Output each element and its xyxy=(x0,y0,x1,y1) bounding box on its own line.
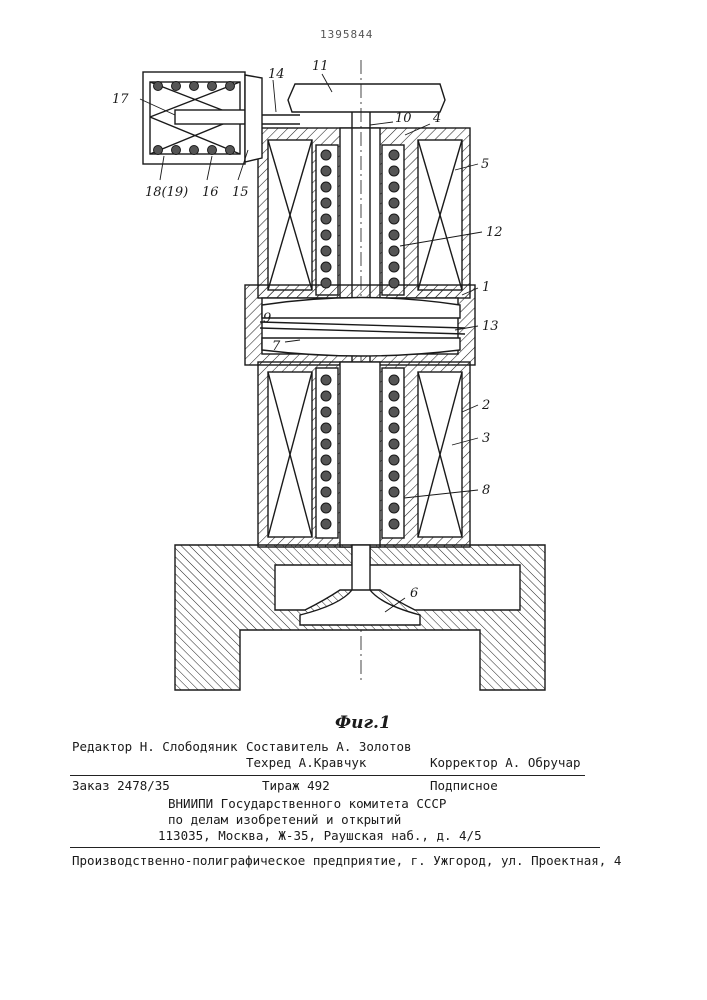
subscription-line: Подписное xyxy=(430,778,498,793)
part-label: 16 xyxy=(202,185,219,200)
part-label: 12 xyxy=(486,225,503,240)
armature-9 xyxy=(262,298,460,319)
part-label: 3 xyxy=(482,431,490,446)
part-label: 17 xyxy=(112,92,129,107)
part-label: 15 xyxy=(232,185,249,200)
order-line: Заказ 2478/35 xyxy=(72,778,170,793)
part-label: 14 xyxy=(268,67,285,82)
technical-drawing: 11 10 4 5 12 1 13 9 7 2 3 8 6 14 15 16 1… xyxy=(0,0,707,710)
cap-11 xyxy=(288,84,445,112)
part-label: 4 xyxy=(432,111,441,126)
figure-caption: Фиг.1 xyxy=(335,713,391,733)
part-label: 1 xyxy=(482,280,490,295)
printer-line: Производственно-полиграфическое предприя… xyxy=(72,853,621,868)
divider xyxy=(70,847,600,848)
part-label: 6 xyxy=(410,586,418,601)
org-line-1: ВНИИПИ Государственного комитета СССР xyxy=(168,796,446,811)
techred-line: Техред А.Кравчук xyxy=(246,755,366,770)
compiler-line: Составитель А. Золотов xyxy=(246,739,412,754)
part-label: 11 xyxy=(312,59,329,74)
corrector-line: Корректор А. Обручар xyxy=(430,755,581,770)
part-label: 13 xyxy=(482,319,499,334)
editor-line: Редактор Н. Слободяник xyxy=(72,739,238,754)
part-label: 9 xyxy=(263,311,271,326)
part-label: 10 xyxy=(395,111,412,126)
circulation-line: Тираж 492 xyxy=(262,778,330,793)
part-label: 7 xyxy=(272,339,281,354)
pole-15 xyxy=(245,75,262,162)
part-label: 5 xyxy=(481,157,489,172)
org-line-2: по делам изобретений и открытий xyxy=(168,812,401,827)
part-label: 2 xyxy=(481,398,490,413)
part-label: 18(19) xyxy=(145,185,188,200)
divider xyxy=(70,775,585,776)
address-line: 113035, Москва, Ж-35, Раушская наб., д. … xyxy=(158,828,482,843)
part-label: 8 xyxy=(482,483,490,498)
